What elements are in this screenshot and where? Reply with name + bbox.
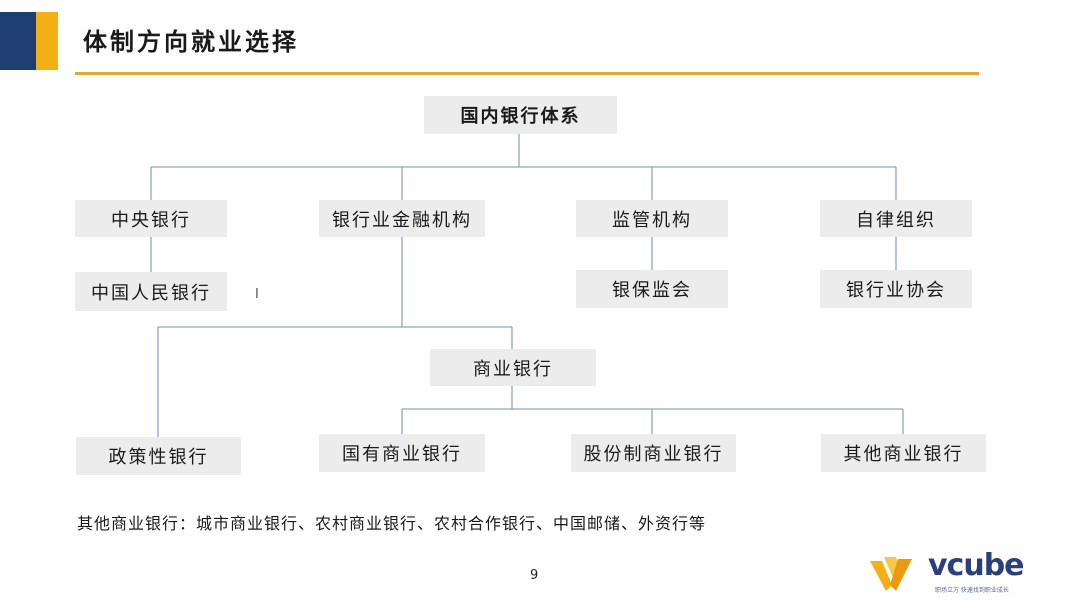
node-commercial-bank: 商业银行 [430,349,596,386]
logo-wordmark: vcube [928,548,1025,583]
node-cbirc: 银保监会 [576,270,728,308]
node-regulator: 监管机构 [576,200,728,237]
node-joint-stock-bank: 股份制商业银行 [571,434,736,472]
header-accent-dark [0,12,36,70]
node-pboc: 中国人民银行 [75,272,227,311]
node-root: 国内银行体系 [424,96,617,134]
header-accent-gold [36,12,58,70]
logo-tagline: 职场立方 快速找到职业成长 [935,587,1009,594]
node-banking-association: 银行业协会 [820,270,972,308]
node-self-regulatory: 自律组织 [820,200,972,237]
node-state-owned-bank: 国有商业银行 [319,434,485,472]
node-policy-bank: 政策性银行 [76,437,241,475]
node-central-bank: 中央银行 [75,200,227,237]
title-rule [75,72,979,75]
footnote: 其他商业银行：城市商业银行、农村商业银行、农村合作银行、中国邮储、外资行等 [77,514,707,533]
text-cursor-icon: I [255,287,259,302]
page-title: 体制方向就业选择 [83,27,299,56]
node-banking-institutions: 银行业金融机构 [319,200,485,237]
vcube-logo-icon [870,557,912,591]
page-number: 9 [530,568,539,583]
node-other-commercial-bank: 其他商业银行 [821,434,986,472]
